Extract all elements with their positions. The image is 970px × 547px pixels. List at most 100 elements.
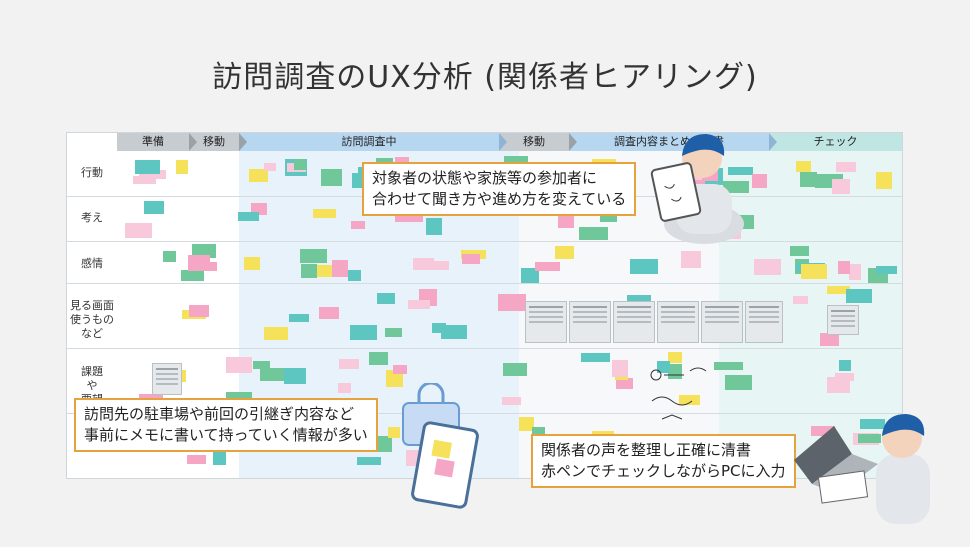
sticky-note xyxy=(426,218,443,236)
sticky-note xyxy=(181,270,205,282)
sticky-note xyxy=(819,333,839,347)
sticky-note xyxy=(339,359,360,370)
sticky-note xyxy=(579,226,609,240)
screen-thumbnail xyxy=(745,301,783,343)
sticky-note xyxy=(283,367,306,384)
sticky-note xyxy=(373,436,393,453)
sticky-note xyxy=(350,325,378,341)
sticky-note xyxy=(252,360,270,369)
sticky-note xyxy=(318,307,339,320)
sticky-note xyxy=(337,382,351,393)
phase-label: 移動 xyxy=(523,135,545,148)
sticky-note xyxy=(186,454,206,464)
sticky-note xyxy=(320,168,342,186)
sticky-note xyxy=(377,292,396,304)
sticky-note xyxy=(498,293,527,311)
row-divider xyxy=(67,348,902,349)
callout-line: 訪問先の駐車場や前回の引継ぎ内容など xyxy=(84,405,355,423)
sticky-note xyxy=(301,263,318,278)
sticky-note xyxy=(714,362,744,371)
sticky-note xyxy=(350,221,365,230)
sticky-note xyxy=(501,396,521,405)
sticky-note xyxy=(163,250,177,262)
sticky-note xyxy=(369,352,389,366)
slide-title: 訪問調査のUX分析 (関係者ヒアリング) xyxy=(212,60,758,95)
sticky-note xyxy=(300,249,328,264)
sticky-note xyxy=(679,394,701,405)
callout-line: 関係者の声を整理し正確に清書 xyxy=(541,441,752,459)
sticky-note xyxy=(243,256,260,270)
sticky-note xyxy=(789,245,809,256)
screen-thumbnail xyxy=(613,301,655,343)
sticky-note xyxy=(384,328,402,338)
sticky-note xyxy=(213,449,227,466)
sticky-note xyxy=(288,314,309,323)
sticky-note xyxy=(792,296,808,305)
sticky-note xyxy=(860,419,886,430)
sticky-note xyxy=(175,160,188,175)
row-labels: 行動 考え 感情 見る画面 使うもの など 課題 や 要望 xyxy=(67,151,117,478)
sticky-note xyxy=(144,200,165,214)
sketch-drawing-icon xyxy=(650,367,707,420)
phase-label: 訪問調査中 xyxy=(341,135,397,148)
sticky-note xyxy=(226,356,253,373)
screen-thumbnail xyxy=(701,301,743,343)
sticky-note xyxy=(237,212,259,222)
sticky-note xyxy=(189,305,210,318)
screen-thumbnail xyxy=(152,363,182,395)
sticky-note xyxy=(502,362,527,376)
sticky-note xyxy=(800,263,827,279)
sticky-note xyxy=(264,326,289,340)
callout-left: 訪問先の駐車場や前回の引継ぎ内容など 事前にメモに書いて持っていく情報が多い xyxy=(74,398,378,452)
sticky-note xyxy=(875,265,897,274)
sticky-note xyxy=(725,375,753,391)
sticky-note xyxy=(293,159,306,171)
sticky-note xyxy=(754,259,782,276)
sticky-note xyxy=(413,258,435,271)
sticky-note xyxy=(251,203,268,216)
screen-thumbnail xyxy=(657,301,699,343)
sticky-note xyxy=(837,261,850,275)
callout-line: 赤ペンでチェックしながらPCに入力 xyxy=(541,462,786,480)
row-label-thought: 考え xyxy=(81,211,103,224)
sticky-note xyxy=(612,360,629,378)
sticky-note xyxy=(846,289,873,304)
sticky-note xyxy=(125,222,153,238)
sticky-note xyxy=(260,367,289,381)
sticky-note xyxy=(832,179,851,195)
row-divider xyxy=(67,241,902,242)
sticky-note xyxy=(433,261,449,271)
phase-label: 準備 xyxy=(142,135,164,148)
sticky-note xyxy=(810,425,835,436)
row-label-emotion: 感情 xyxy=(81,257,103,270)
sticky-note xyxy=(558,216,575,229)
screen-thumbnail xyxy=(827,305,859,335)
sticky-note xyxy=(356,457,381,466)
sticky-note xyxy=(388,426,401,438)
sticky-note xyxy=(520,267,539,283)
phase-label: チェック xyxy=(813,135,858,148)
sticky-note xyxy=(312,209,336,219)
sticky-note xyxy=(826,285,850,294)
callout-right: 関係者の声を整理し正確に清書 赤ペンでチェックしながらPCに入力 xyxy=(531,434,796,488)
phase-header: 準備 移動 訪問調査中 移動 調査内容まとめ・清書 チェック xyxy=(117,133,902,151)
phase-move-2: 移動 xyxy=(499,133,577,151)
sticky-note xyxy=(441,325,468,340)
row-label-action: 行動 xyxy=(81,166,103,179)
sticky-note xyxy=(667,351,682,363)
sticky-note xyxy=(347,269,361,281)
phase-label: 移動 xyxy=(203,135,225,148)
row-divider xyxy=(67,413,902,414)
screen-thumbnail xyxy=(569,301,611,343)
person-with-tablet-icon xyxy=(650,134,744,244)
sticky-note xyxy=(188,254,211,271)
sticky-note xyxy=(393,365,408,375)
sticky-note xyxy=(616,377,634,389)
sticky-note xyxy=(532,426,546,436)
person-with-laptop-icon xyxy=(794,414,930,524)
sticky-note xyxy=(554,246,574,260)
phase-check: チェック xyxy=(769,133,902,151)
sticky-note xyxy=(857,434,881,444)
row-divider xyxy=(67,283,902,284)
sticky-note xyxy=(248,168,268,182)
